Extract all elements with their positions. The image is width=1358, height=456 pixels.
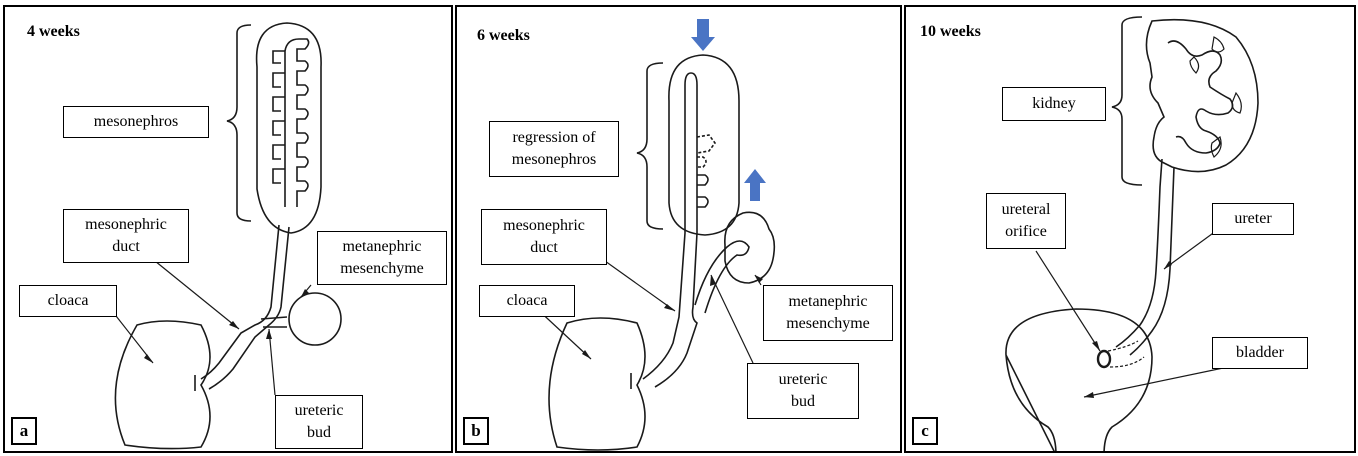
metanephric-mesenchyme <box>289 293 341 345</box>
mesonephric-duct <box>201 225 279 379</box>
age-label: 10 weeks <box>920 23 981 41</box>
cloaca-outline <box>115 321 210 449</box>
kidney-bracket <box>1112 17 1142 185</box>
panel-b: 6 weeks regression of mesonephros mesone… <box>455 5 902 453</box>
ureteric-bud <box>695 241 749 313</box>
label-metanephric-mesenchyme: metanephric mesenchyme <box>763 285 893 341</box>
label-ureteral-orifice: ureteral orifice <box>986 193 1066 249</box>
mesonephros-outline <box>669 55 739 235</box>
label-mesonephric-duct: mesonephric duct <box>481 209 607 265</box>
bladder-outline <box>1006 309 1152 453</box>
age-label: 4 weeks <box>27 23 80 41</box>
mesonephric-duct <box>643 233 685 379</box>
label-ureteric-bud: ureteric bud <box>747 363 859 419</box>
panel-a: 4 weeks mesonephros mesonephric duct met… <box>3 5 453 453</box>
ureter <box>1116 159 1162 347</box>
mesonephric-tubules <box>285 39 309 207</box>
label-ureteric-bud: ureteric bud <box>275 395 363 449</box>
label-mesonephros: mesonephros <box>63 106 209 138</box>
up-arrow <box>744 169 766 201</box>
label-bladder: bladder <box>1212 337 1308 369</box>
mesonephros-bracket <box>227 25 251 221</box>
label-cloaca: cloaca <box>479 285 575 317</box>
label-cloaca: cloaca <box>19 285 117 317</box>
label-regression: regression of mesonephros <box>489 121 619 177</box>
label-kidney: kidney <box>1002 87 1106 121</box>
label-metanephric-mesenchyme: metanephric mesenchyme <box>317 231 447 285</box>
label-mesonephric-duct: mesonephric duct <box>63 209 189 263</box>
ureteric-bud <box>261 317 287 327</box>
ureteral-orifice <box>1098 351 1110 367</box>
age-label: 6 weeks <box>477 27 530 45</box>
panel-letter: b <box>463 417 489 445</box>
regression-bracket <box>637 63 663 229</box>
label-ureter: ureter <box>1212 203 1294 235</box>
panel-letter: c <box>912 417 938 445</box>
panel-letter: a <box>11 417 37 445</box>
mesonephros-outline <box>257 23 322 233</box>
kidney-outline <box>1146 20 1258 172</box>
down-arrow <box>691 19 715 51</box>
panel-c: 10 weeks kidney ureteral orifice ureter … <box>904 5 1356 453</box>
